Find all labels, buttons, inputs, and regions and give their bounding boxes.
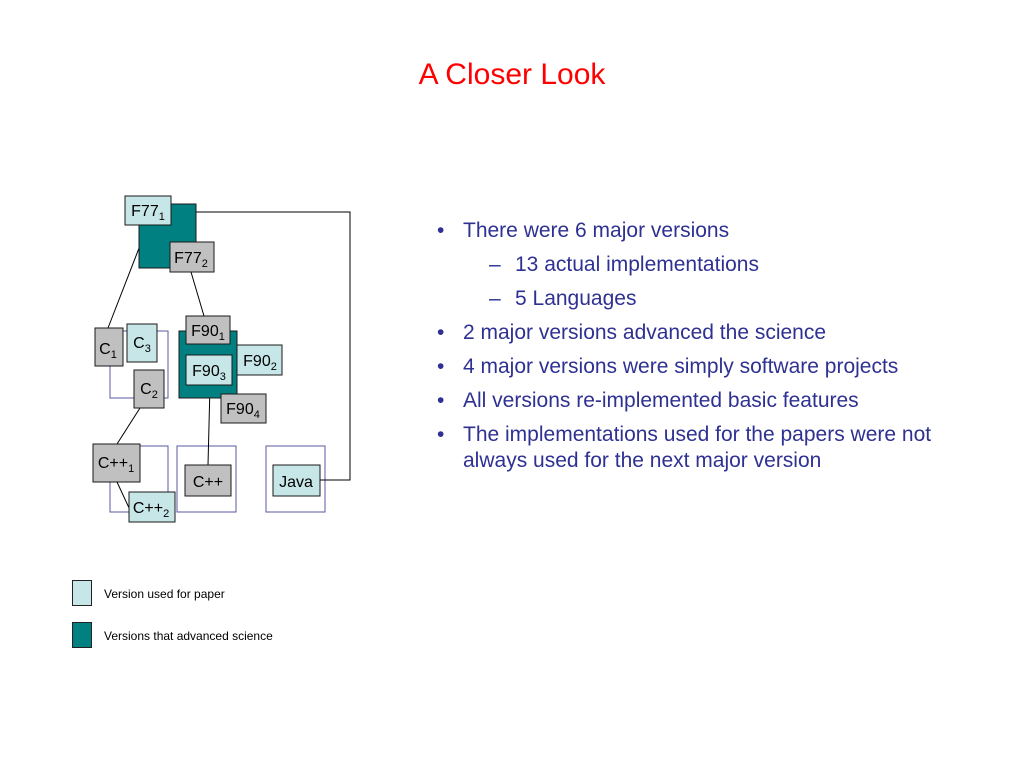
bullet-list: There were 6 major versions 13 actual im… (437, 218, 977, 482)
svg-text:F771: F771 (131, 203, 165, 223)
java-node (272, 464, 321, 497)
bullet-item: All versions re-implemented basic featur… (437, 388, 977, 414)
legend-label-science: Versions that advanced science (104, 629, 273, 643)
c-1-label: C (99, 341, 111, 358)
c-3-node (126, 323, 158, 363)
svg-text:F901: F901 (191, 323, 225, 343)
connector-c-2-cpp-1 (116, 407, 141, 445)
cpp-2-label: C++ (133, 500, 163, 517)
svg-text:F904: F904 (226, 401, 260, 421)
connector-f77-1-java (171, 211, 351, 481)
cpp-2-subscript: 2 (163, 508, 169, 520)
c-1-subscript: 1 (111, 349, 117, 361)
f90-1-label: F90 (191, 323, 219, 340)
f90-1-node (185, 315, 231, 345)
bullet-item: 4 major versions were simply software pr… (437, 354, 977, 380)
cpp-single-outline (176, 445, 237, 513)
java-outline (265, 445, 326, 513)
connector-f77-2-f90-1 (190, 271, 205, 317)
c-2-node (133, 369, 165, 409)
bullet-item: There were 6 major versions (437, 218, 977, 244)
cpp-label: C++ (193, 474, 223, 491)
f90-4-label: F90 (226, 401, 254, 418)
svg-text:C++: C++ (193, 474, 223, 491)
cpp-1-node (92, 443, 141, 483)
c-3-label: C (133, 335, 145, 352)
f77-1-label: F77 (131, 203, 159, 220)
f90-2-label: F90 (243, 353, 271, 370)
f77-2-node (169, 241, 215, 273)
cpp-1-subscript: 1 (128, 463, 134, 475)
cpp-1-label: C++ (98, 455, 128, 472)
f90-4-subscript: 4 (254, 409, 260, 421)
f77-2-label: F77 (174, 250, 202, 267)
f77-2-subscript: 2 (202, 258, 208, 270)
svg-text:C3: C3 (133, 335, 151, 355)
svg-text:Java: Java (279, 474, 313, 491)
bullet-item: 2 major versions advanced the science (437, 320, 977, 346)
java-label: Java (279, 474, 313, 491)
svg-text:C2: C2 (140, 381, 158, 401)
f90-2-subscript: 2 (271, 361, 277, 373)
c-2-subscript: 2 (152, 389, 158, 401)
svg-text:F902: F902 (243, 353, 277, 373)
legend-swatch-paper (72, 580, 92, 606)
connector-cpp-1-cpp-2 (116, 481, 131, 511)
legend-label-paper: Version used for paper (104, 587, 225, 601)
c-1-node (94, 327, 124, 367)
svg-text:C1: C1 (99, 341, 117, 361)
f90-3-subscript: 3 (220, 371, 226, 383)
svg-text:C++1: C++1 (98, 455, 134, 475)
svg-text:F903: F903 (192, 363, 226, 383)
c-2-label: C (140, 381, 152, 398)
f77-1-subscript: 1 (159, 211, 165, 223)
f90-4-node (220, 393, 267, 424)
sub-bullet-item: 13 actual implementations (437, 252, 977, 278)
f90-3-label: F90 (192, 363, 220, 380)
cpp-node (184, 464, 232, 497)
svg-text:C++2: C++2 (133, 500, 169, 520)
f90-2-node (236, 344, 283, 376)
f90-1-subscript: 1 (219, 331, 225, 343)
legend-swatch-science (72, 622, 92, 648)
slide-title: A Closer Look (418, 58, 606, 91)
f90-3-node (185, 354, 233, 386)
svg-text:F772: F772 (174, 250, 208, 270)
cpp-2-node (128, 491, 176, 523)
f77-1-node (124, 195, 172, 226)
c-3-subscript: 3 (145, 343, 151, 355)
bullet-item: The implementations used for the papers … (437, 422, 977, 474)
sub-bullet-item: 5 Languages (437, 286, 977, 312)
